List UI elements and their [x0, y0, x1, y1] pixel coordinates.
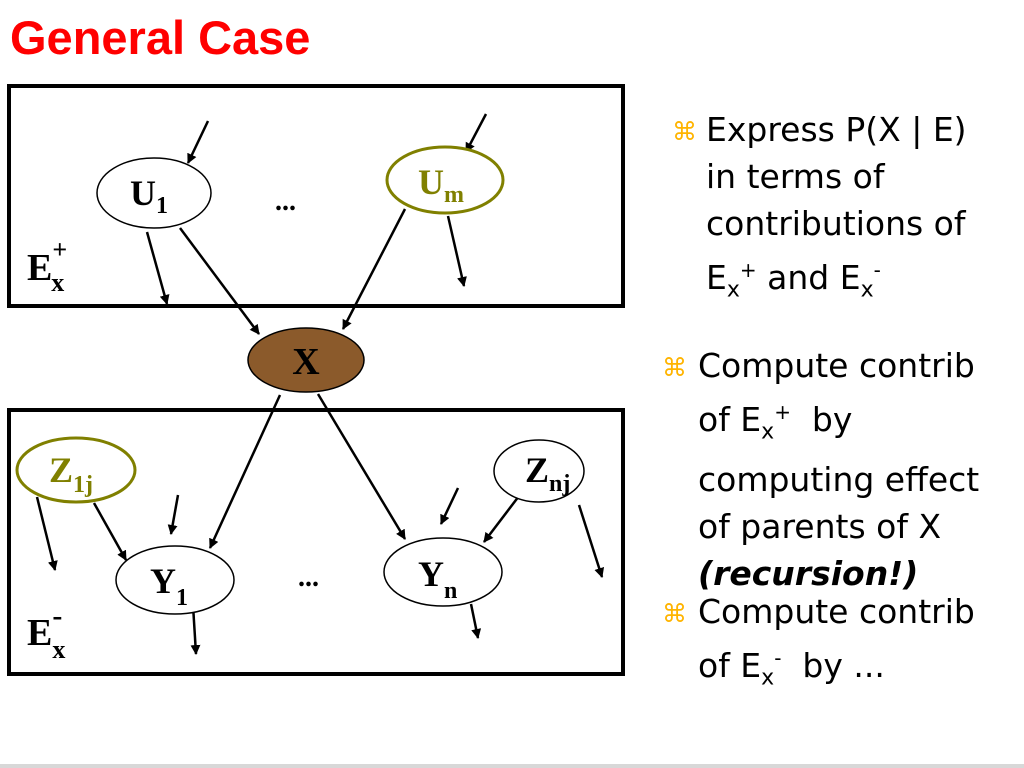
edge-znj-yn	[483, 495, 520, 543]
bullet-compute-plus-line2: of Ex+ by	[698, 400, 853, 445]
bullet-express-line3: contributions of	[706, 204, 966, 243]
svg-text:Znj: Znj	[525, 450, 570, 497]
bullet-express-line1: Express P(X | E)	[706, 110, 967, 149]
edge-yn-out	[469, 603, 482, 639]
bullet-compute-plus-line5: (recursion!)	[698, 553, 919, 593]
bullet-compute-plus-line4: of parents of X	[698, 506, 942, 546]
ellipsis-bottom: ...	[298, 562, 319, 593]
edge-um-x	[341, 208, 407, 330]
edge-into-yn	[439, 487, 460, 525]
bullet-compute-minus-line1: Compute contrib	[698, 592, 975, 631]
edge-x-yn	[316, 393, 407, 540]
node-znj: Znj	[493, 439, 585, 503]
bullet-compute-plus-line3: computing effect	[698, 459, 980, 499]
node-u1: U1	[96, 157, 212, 229]
command-bullet-icon: ⌘	[662, 599, 687, 628]
evidence-plus-box	[7, 84, 625, 308]
command-bullet-icon: ⌘	[672, 117, 697, 146]
svg-text:X: X	[292, 341, 319, 383]
edge-x-y1	[208, 394, 282, 549]
bullet-compute-minus-line2: of Ex- by ...	[698, 646, 885, 691]
svg-text:Um: Um	[418, 162, 464, 208]
edges	[35, 113, 605, 655]
edge-y1-out	[190, 604, 201, 655]
evidence-minus-label: E-x	[27, 599, 65, 664]
svg-text:Yn: Yn	[418, 554, 457, 604]
evidence-minus-box	[7, 408, 625, 676]
svg-text:Y1: Y1	[150, 561, 188, 611]
edge-z1j-out	[35, 496, 58, 571]
node-x: X	[247, 327, 365, 393]
edge-u1-out	[145, 231, 170, 305]
edge-u1-x	[178, 227, 261, 335]
node-um: Um	[385, 145, 505, 215]
bottom-divider	[0, 764, 1024, 768]
edge-z1j-y1	[92, 502, 128, 561]
evidence-plus-label: E+x	[27, 235, 67, 297]
edge-into-u1	[186, 120, 210, 164]
ellipsis-top: ...	[275, 186, 296, 217]
edge-into-y1	[167, 494, 180, 535]
svg-text:U1: U1	[130, 173, 168, 219]
bullet-express-line2: in terms of	[706, 157, 885, 196]
edge-um-out	[446, 215, 467, 287]
svg-text:Z1j: Z1j	[49, 450, 93, 498]
slide-title: General Case	[10, 11, 311, 64]
bullet-compute-plus-line1: Compute contrib	[698, 346, 975, 385]
bullet-express-line4: Ex+ and Ex-	[706, 258, 881, 303]
bayes-net-diagram: U1 Um X Z1j Znj Y1 Yn ... ... E+x E-x	[7, 84, 625, 676]
node-yn: Yn	[383, 537, 503, 607]
edge-into-um	[464, 113, 488, 153]
command-bullet-icon: ⌘	[662, 353, 687, 382]
node-z1j: Z1j	[15, 436, 137, 504]
edge-znj-out	[577, 504, 605, 578]
node-y1: Y1	[115, 545, 235, 615]
